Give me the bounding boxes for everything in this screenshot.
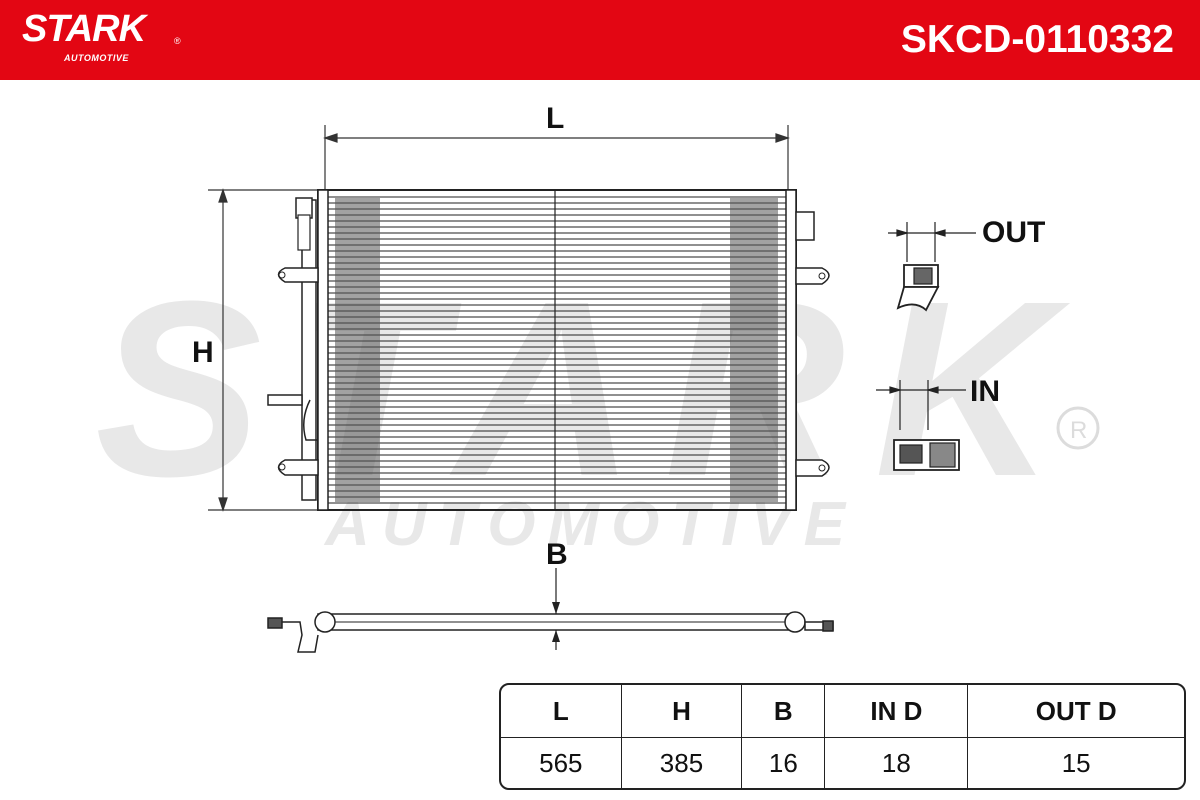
spec-value-h: 385 (622, 738, 743, 788)
dimension-length (323, 125, 790, 190)
watermark: STARK AUTOMOTIVE R (95, 249, 1100, 559)
length-label: L (546, 102, 565, 135)
watermark-registered-circle (1056, 406, 1100, 450)
depth-label: B (546, 538, 568, 571)
technical-drawing: STARK AUTOMOTIVE R (95, 125, 1100, 653)
spec-header-h: H (621, 685, 743, 738)
condenser-front-view (267, 189, 830, 511)
spec-header-out-d: OUT D (968, 685, 1184, 738)
spec-value-l: 565 (501, 738, 622, 788)
part-number: SKCD-0110332 (900, 18, 1174, 61)
logo-subtitle: AUTOMOTIVE (64, 53, 129, 63)
spec-value-in-d: 18 (825, 738, 969, 788)
dimension-height (208, 188, 320, 512)
specifications-table: L H B IN D OUT D 565 385 16 18 15 (499, 683, 1186, 790)
height-label: H (192, 336, 214, 369)
spec-header-row: L H B IN D OUT D (501, 685, 1184, 738)
stark-logo: STARK ® AUTOMOTIVE (22, 8, 181, 63)
spec-value-b: 16 (742, 738, 826, 788)
logo-registered-mark: ® (174, 36, 181, 46)
spec-header-in-d: IN D (825, 685, 969, 738)
inlet-label: IN (970, 375, 1000, 408)
condenser-side-view (267, 568, 834, 653)
inlet-detail (876, 380, 966, 471)
logo-brand-text: STARK (22, 8, 146, 50)
spec-header-l: L (501, 685, 622, 738)
outlet-detail (888, 222, 976, 312)
spec-value-row: 565 385 16 18 15 (501, 738, 1184, 788)
header-bar: STARK ® AUTOMOTIVE SKCD-0110332 (0, 0, 1200, 80)
spec-header-b: B (742, 685, 826, 738)
outlet-label: OUT (982, 216, 1046, 249)
spec-value-out-d: 15 (1061, 747, 1091, 778)
watermark-registered-letter: R (1070, 417, 1087, 444)
